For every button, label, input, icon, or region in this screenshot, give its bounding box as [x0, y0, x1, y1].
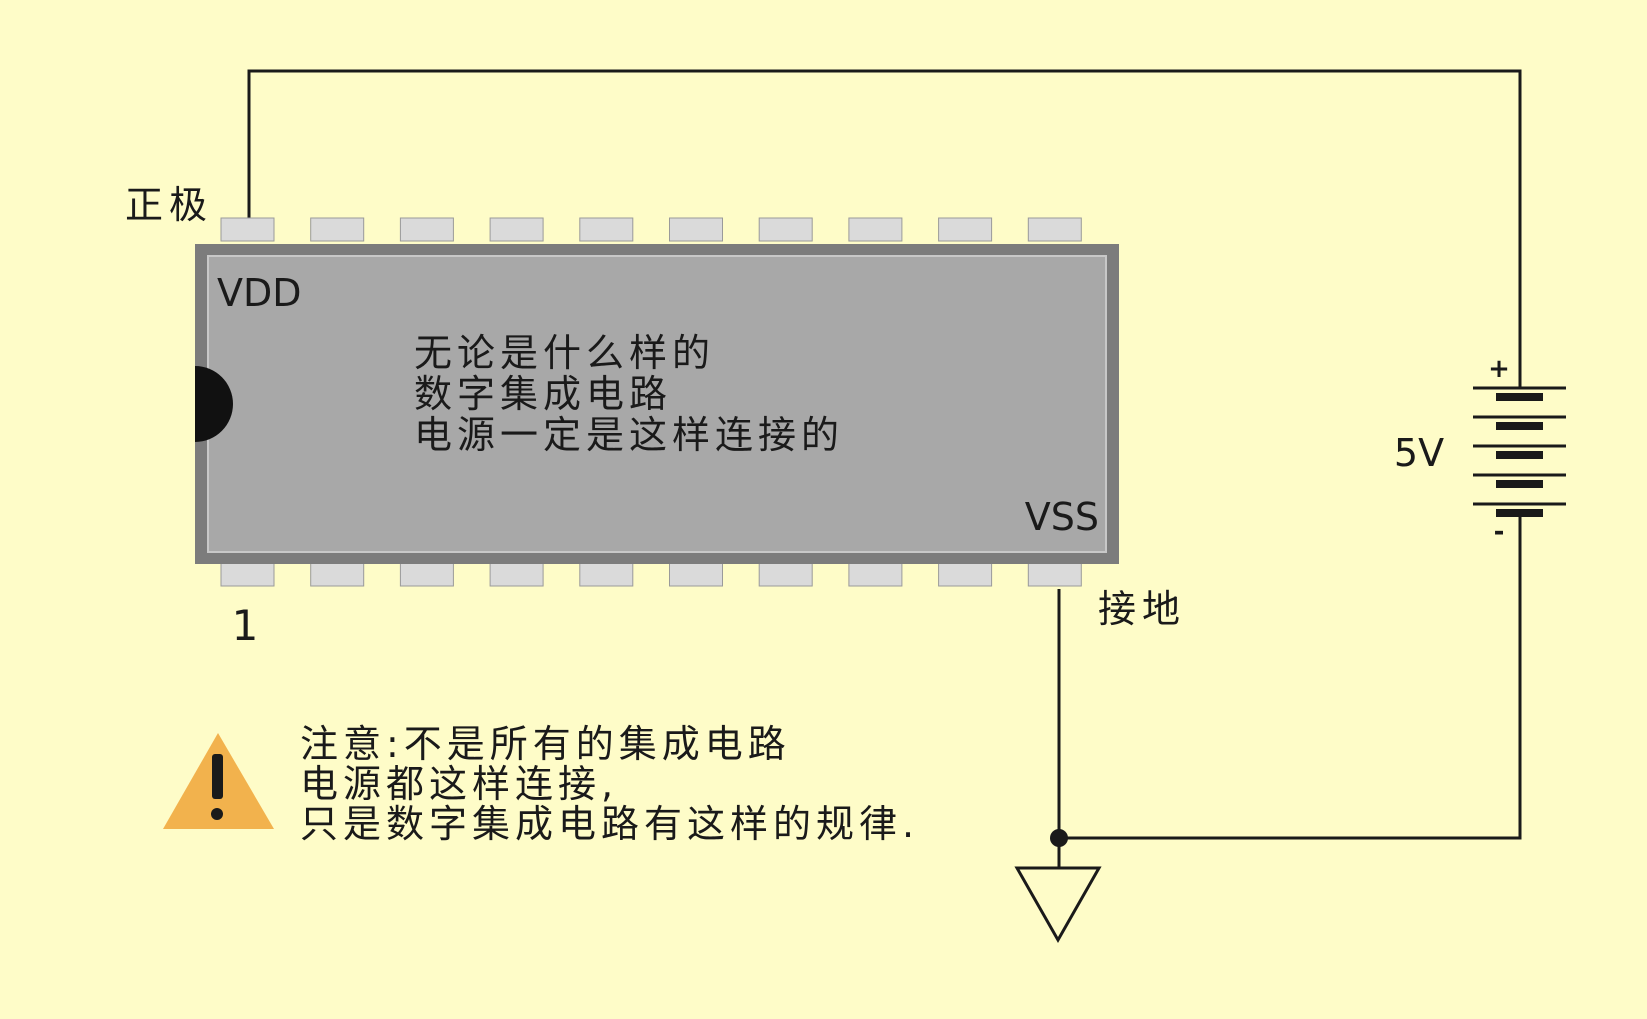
- chip-inner-body: [207, 255, 1107, 553]
- top-pin-7: [758, 217, 813, 242]
- note-line: 电源都这样连接,: [300, 762, 618, 806]
- warning-triangle-icon: [163, 733, 274, 829]
- top-pin-9: [938, 217, 993, 242]
- vss-label: VSS: [1025, 495, 1099, 539]
- bottom-pin-3: [399, 562, 454, 587]
- note-line: 注意:不是所有的集成电路: [300, 722, 791, 766]
- junction-dot: [1050, 829, 1068, 847]
- battery-icon: [1473, 352, 1566, 533]
- vdd-wire: [247, 69, 1522, 352]
- top-pin-5: [579, 217, 634, 242]
- bottom-pin-7: [758, 562, 813, 587]
- vss-wire: [1057, 533, 1522, 840]
- bottom-pin-2: [310, 562, 365, 587]
- bottom-pin-8: [848, 562, 903, 587]
- positive-label: 正极: [125, 183, 213, 227]
- note-text: 注意:不是所有的集成电路 电源都这样连接, 只是数字集成电路有这样的规律.: [300, 722, 919, 846]
- battery-plus-label: +: [1488, 354, 1510, 384]
- chip-text: 无论是什么样的 数字集成电路 电源一定是这样连接的: [414, 331, 844, 457]
- top-pin-1: [220, 217, 275, 242]
- top-pin-2: [310, 217, 365, 242]
- ground-symbol-icon: [1014, 866, 1102, 944]
- chip-text-line: 无论是什么样的: [414, 331, 715, 375]
- top-pin-3: [399, 217, 454, 242]
- bottom-pin-4: [489, 562, 544, 587]
- ground-label: 接地: [1098, 587, 1186, 631]
- chip-text-line: 电源一定是这样连接的: [414, 413, 844, 457]
- chip-notch: [195, 366, 233, 442]
- top-pin-4: [489, 217, 544, 242]
- note-line: 只是数字集成电路有这样的规律.: [300, 802, 919, 846]
- bottom-pin-10: [1027, 562, 1082, 587]
- bottom-pin-6: [669, 562, 723, 587]
- ic-chip: [195, 244, 1119, 564]
- chip-text-line: 数字集成电路: [414, 372, 672, 416]
- bottom-pin-row: [220, 562, 1082, 587]
- battery-minus-label: -: [1494, 517, 1505, 547]
- top-pin-row: [220, 217, 1082, 242]
- vdd-label: VDD: [217, 271, 302, 315]
- top-pin-6: [669, 217, 723, 242]
- pin1-label: 1: [232, 601, 259, 650]
- bottom-pin-9: [938, 562, 993, 587]
- bottom-pin-1: [220, 562, 275, 587]
- bottom-pin-5: [579, 562, 634, 587]
- battery-voltage-label: 5V: [1394, 431, 1444, 475]
- top-pin-8: [848, 217, 903, 242]
- top-pin-10: [1027, 217, 1082, 242]
